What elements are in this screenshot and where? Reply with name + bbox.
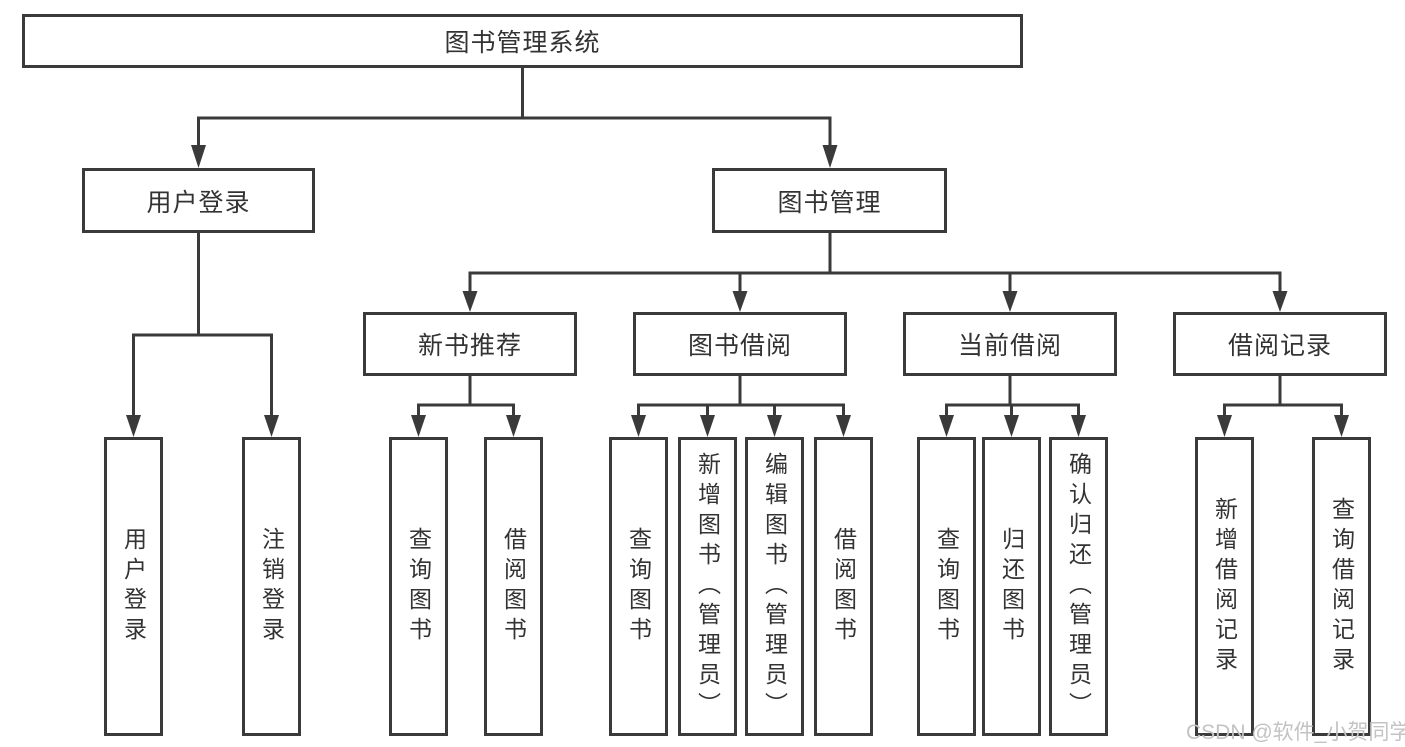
node-label: 图书管理 [777, 188, 882, 217]
leaf-query-books-current: 查询图书 [917, 437, 976, 736]
node-label: 查询图书 [625, 526, 652, 647]
node-label: 当前借阅 [957, 332, 1062, 360]
node-label: 归还图书 [998, 526, 1025, 647]
connector-new-book-recommend-to-leaves [411, 376, 521, 437]
node-borrow-record: 借阅记录 [1173, 312, 1387, 376]
node-label: 借阅图书 [500, 526, 527, 647]
node-book-management: 图书管理 [712, 168, 947, 233]
connector-book-borrow-to-leaves [631, 376, 851, 437]
node-label: 查询图书 [405, 526, 432, 647]
leaf-borrow-books: 借阅图书 [814, 437, 873, 736]
node-label: 图书借阅 [687, 332, 792, 360]
leaf-edit-books-admin: 编辑图书（管理员） [745, 437, 804, 736]
node-label: 编辑图书（管理员） [761, 451, 788, 722]
leaf-query-books-recommend: 查询图书 [389, 437, 448, 736]
connector-root-to-level2 [191, 68, 838, 168]
node-label: 借阅图书 [830, 526, 857, 647]
node-book-borrow: 图书借阅 [633, 312, 847, 376]
leaf-borrow-books-recommend: 借阅图书 [484, 437, 543, 736]
leaf-query-borrow-record: 查询借阅记录 [1312, 437, 1371, 736]
leaf-user-login: 用户登录 [104, 437, 163, 736]
node-current-borrow: 当前借阅 [903, 312, 1117, 376]
node-label: 用户登录 [146, 188, 251, 217]
node-label: 新增借阅记录 [1211, 496, 1238, 677]
leaf-logout: 注销登录 [242, 437, 301, 736]
node-label: 注销登录 [258, 526, 285, 647]
node-library-management-system: 图书管理系统 [22, 14, 1023, 68]
node-label: 用户登录 [120, 526, 147, 647]
node-user-login: 用户登录 [82, 168, 315, 233]
csdn-watermark: CSDN @软件_小贺同学 [1186, 721, 1405, 744]
leaf-add-borrow-record: 新增借阅记录 [1195, 437, 1254, 736]
leaf-confirm-return-admin: 确认归还（管理员） [1049, 437, 1108, 736]
node-label: 查询图书 [933, 526, 960, 647]
leaf-add-books-admin: 新增图书（管理员） [678, 437, 737, 736]
node-label: 新增图书（管理员） [694, 451, 721, 722]
node-label: 确认归还（管理员） [1065, 451, 1092, 722]
connector-book-management-to-level3 [462, 233, 1288, 312]
connector-user-login-to-leaves [126, 233, 279, 437]
node-label: 查询借阅记录 [1328, 496, 1355, 677]
leaf-return-books: 归还图书 [982, 437, 1041, 736]
connector-borrow-record-to-leaves [1217, 376, 1349, 437]
node-label: 借阅记录 [1227, 332, 1332, 360]
node-label: 新书推荐 [417, 332, 522, 360]
connector-current-borrow-to-leaves [939, 376, 1086, 437]
node-label: 图书管理系统 [444, 29, 601, 57]
node-new-book-recommend: 新书推荐 [363, 312, 577, 376]
leaf-query-books-borrow: 查询图书 [609, 437, 668, 736]
